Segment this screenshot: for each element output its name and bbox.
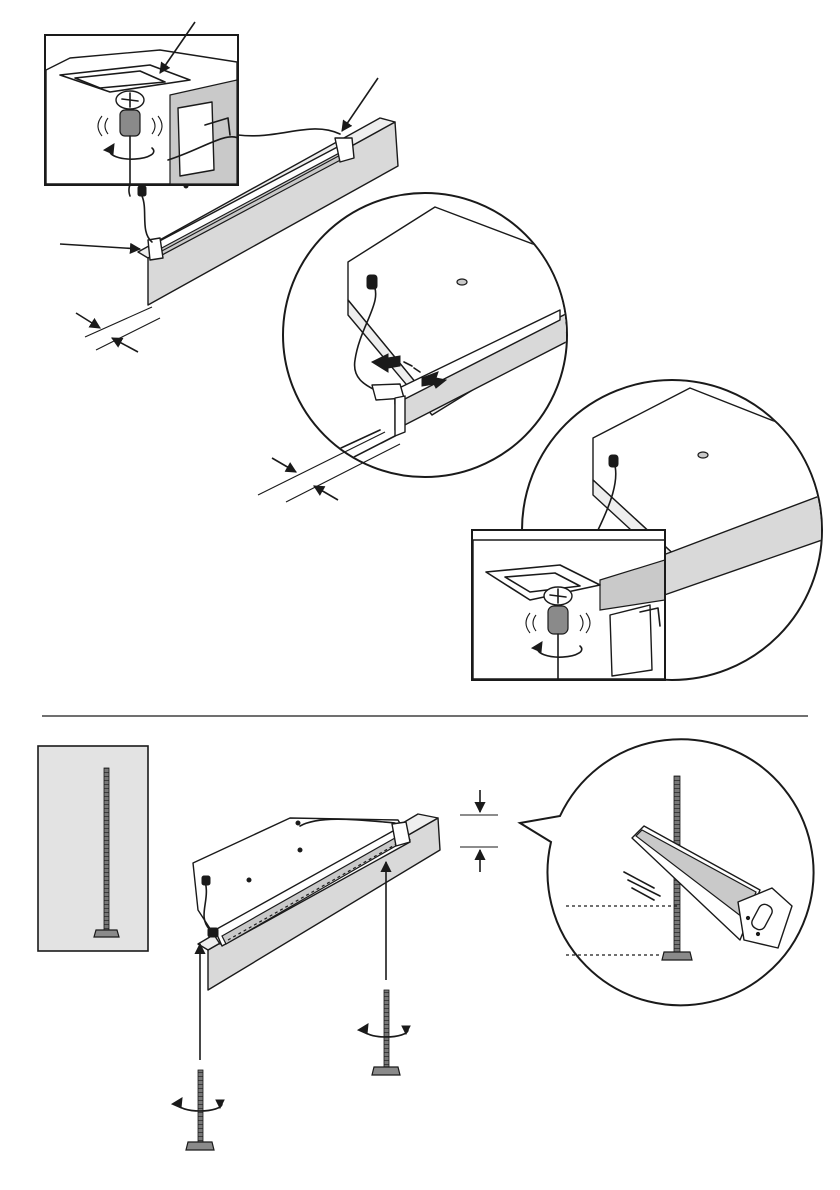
- threaded-rod-right: [358, 990, 410, 1075]
- step-1: [45, 22, 822, 680]
- side-screw-inset: [472, 530, 665, 680]
- saw-cut-bubble: [520, 739, 814, 1005]
- step-2: [38, 739, 814, 1150]
- cable-clip-left: [138, 186, 146, 196]
- pointer-arrow-clip: [60, 244, 140, 249]
- screw-detail-inset: [45, 22, 238, 185]
- cable-clip-zoom: [250, 193, 570, 502]
- threaded-rod-left: [172, 1070, 224, 1150]
- gap-arrow-bottom: [112, 338, 138, 352]
- gap-arrow-zoom-top: [272, 458, 296, 472]
- gap-arrow-zoom-bottom: [314, 486, 338, 500]
- gap-arrow-top: [76, 313, 100, 328]
- led-strip-with-rods: [172, 790, 498, 1150]
- rod-inset: [38, 746, 148, 951]
